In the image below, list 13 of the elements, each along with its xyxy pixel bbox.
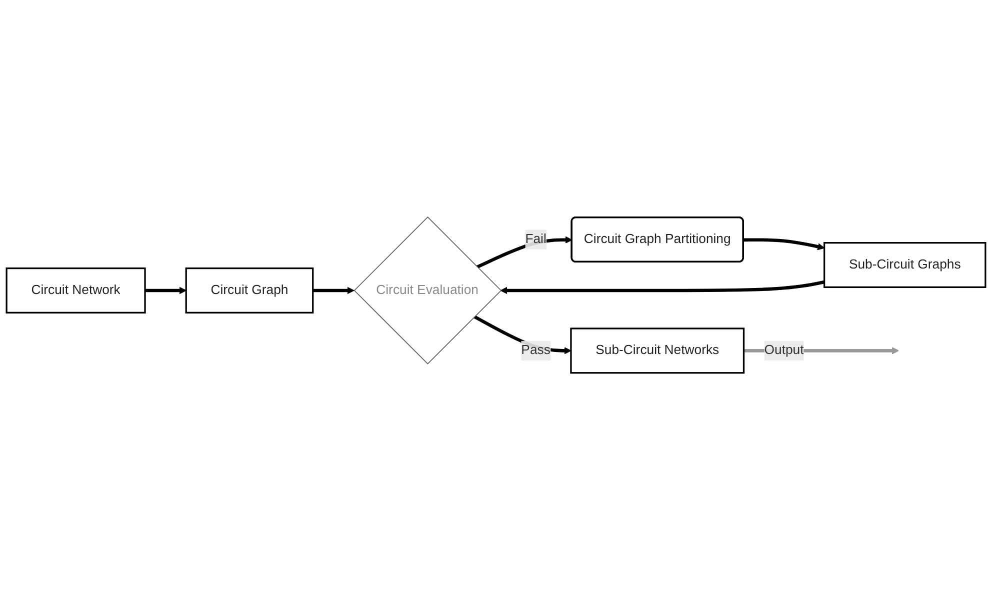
arrow bbox=[145, 286, 186, 294]
arrow bbox=[476, 236, 572, 269]
edge-label: Fail bbox=[525, 232, 546, 246]
node-box: Circuit Graph bbox=[185, 267, 314, 314]
arrow bbox=[744, 238, 825, 250]
arrow bbox=[500, 280, 825, 294]
edge-label: Pass bbox=[521, 343, 550, 358]
node-diamond: Circuit Evaluation bbox=[354, 216, 502, 364]
node-box: Sub-Circuit Networks bbox=[570, 328, 745, 374]
node-box: Circuit Network bbox=[6, 267, 146, 314]
node-box: Sub-Circuit Graphs bbox=[824, 242, 986, 288]
edge-label: Output bbox=[764, 343, 804, 358]
arrow bbox=[312, 286, 354, 294]
